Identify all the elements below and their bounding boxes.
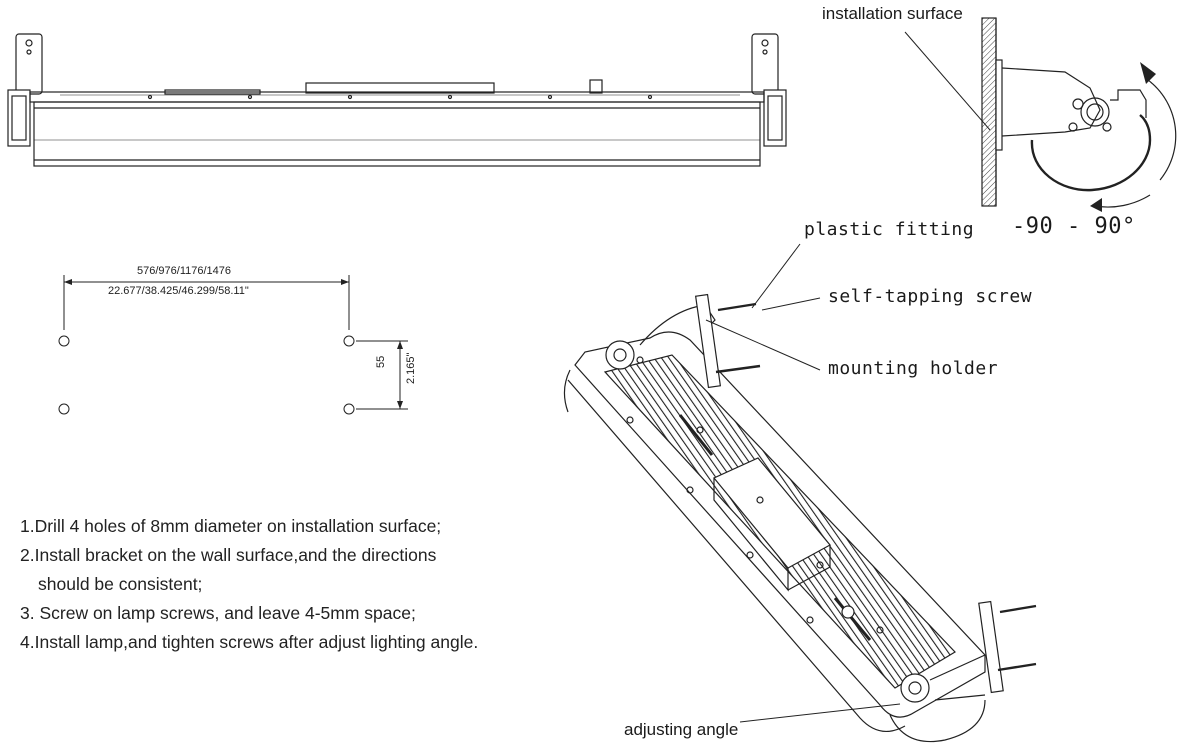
dim-vertical-in: 2.165" [405,352,417,384]
callout-leaders [705,243,901,723]
label-plastic-fitting: plastic fitting [804,219,975,240]
drill-hole-top-right [343,335,355,347]
drill-hole-top-left [58,335,70,347]
label-installation-surface: installation surface [822,4,963,23]
wall-section-detail [981,17,1177,212]
step-2-continued: should be consistent; [38,574,203,594]
step-3: 3. Screw on lamp screws, and leave 4-5mm… [20,603,416,623]
dim-vertical-mm: 55 [375,355,387,368]
drilling-template [58,275,408,415]
label-angle-range: -90 - 90° [1012,214,1136,239]
label-adjusting-angle: adjusting angle [624,720,739,739]
label-mounting-holder: mounting holder [828,358,999,379]
step-1: 1.Drill 4 holes of 8mm diameter on insta… [20,516,442,536]
dim-hole-spacing-in: 22.677/38.425/46.299/58.11" [108,285,249,297]
installation-steps: 1.Drill 4 holes of 8mm diameter on insta… [20,512,740,657]
step-4: 4.Install lamp,and tighten screws after … [20,632,479,652]
drill-hole-bottom-right [343,403,355,415]
lamp-isometric-view [563,293,1037,743]
drill-hole-bottom-left [58,403,70,415]
dim-hole-spacing-mm: 576/976/1176/1476 [137,265,231,277]
step-2: 2.Install bracket on the wall surface,an… [20,545,437,565]
lamp-side-view [7,33,787,167]
label-self-tapping-screw: self-tapping screw [828,286,1033,307]
leader-installation-surface [904,31,991,131]
